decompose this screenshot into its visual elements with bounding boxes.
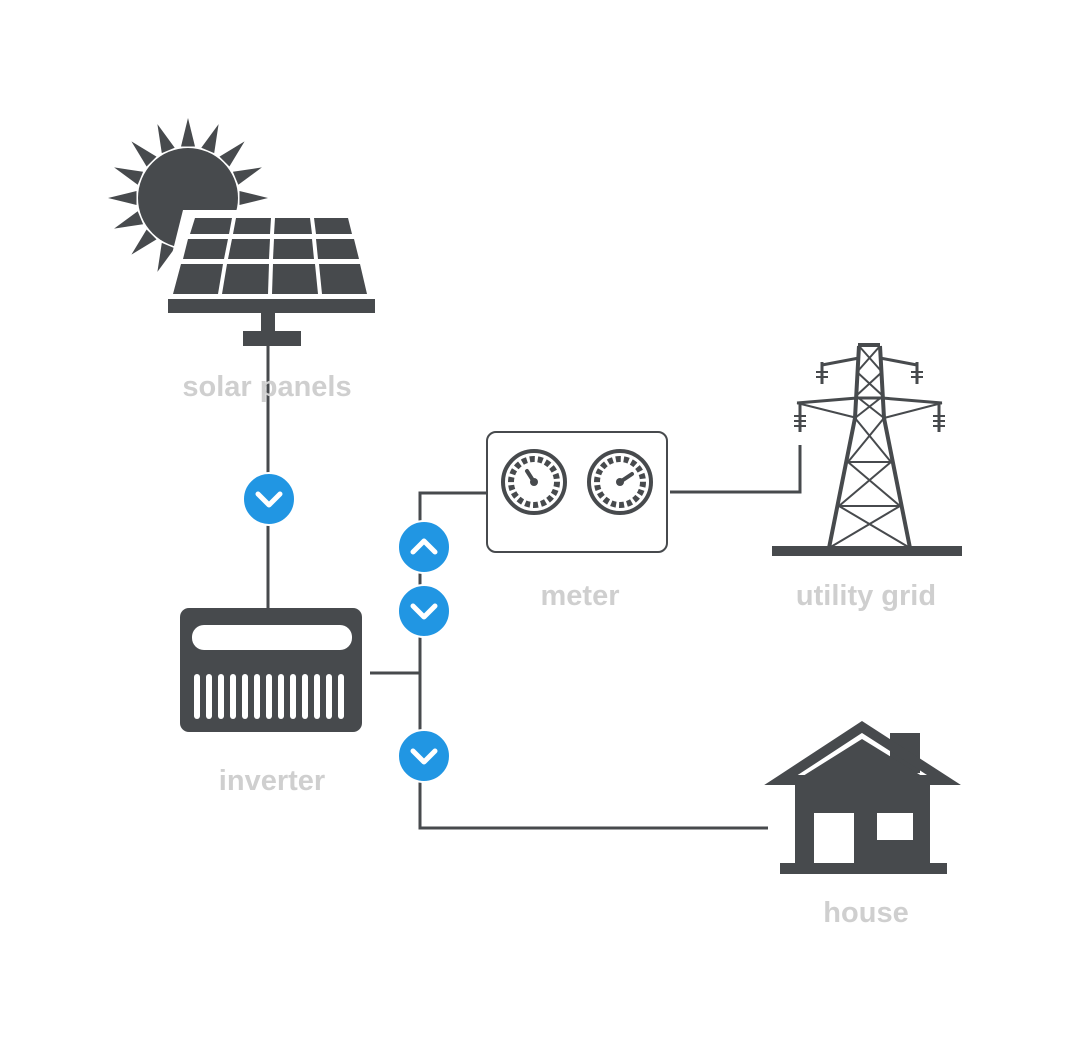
sun-ray [201,124,219,154]
house-icon [764,721,961,874]
chevron-down-icon [255,491,283,508]
inverter-vent-slot [302,674,308,719]
house-label: house [823,897,908,929]
transmission-tower-icon [772,343,962,556]
inverter-vent-slot [338,674,344,719]
sun-ray [108,191,137,205]
chevron-up-icon [410,538,438,555]
sun-ray [239,191,268,205]
inverter-vent-slot [230,674,236,719]
solar-panel-icon [168,218,375,346]
sun-ray [157,242,175,272]
meter-label: meter [541,580,620,612]
connection-wires [266,345,802,830]
sun-ray [131,229,157,255]
inverter-vent-slot [206,674,212,719]
inverter-vent-slot [266,674,272,719]
inverter-vent-slot [218,674,224,719]
inverter-vent-slot [254,674,260,719]
sun-ray [131,141,157,167]
wire-meter-to-grid [670,445,802,494]
sun-ray [114,167,144,185]
sun-ray [181,118,195,147]
inverter-vent-slot [242,674,248,719]
electric-meter-icon [486,431,668,553]
meter-dial-right [587,449,653,515]
inverter-vent-slot [278,674,284,719]
flow-arrow-grid-to-inverter [397,520,451,574]
inverter-vent-slot [326,674,332,719]
inverter-vent-slot [314,674,320,719]
flow-arrow-solar-to-inverter [242,472,296,526]
flow-arrow-inverter-to-house [397,729,451,783]
inverter-vent-slot [290,674,296,719]
wire-bus-vertical [418,491,768,830]
sun-ray [232,167,262,185]
flow-arrow-inverter-to-meter [397,584,451,638]
inverter-vent-slot [194,674,200,719]
inverter-label: inverter [219,765,325,797]
sun-ray [114,211,144,229]
meter-dial-left [501,449,567,515]
inverter-icon [180,608,362,732]
utility-grid-label: utility grid [796,580,936,612]
sun-ray [219,141,245,167]
solar-panel-with-sun-icon [108,118,383,346]
chevron-down-icon [410,603,438,620]
sun-ray [157,124,175,154]
solar-panels-label: solar panels [182,371,351,403]
chevron-down-icon [410,748,438,765]
